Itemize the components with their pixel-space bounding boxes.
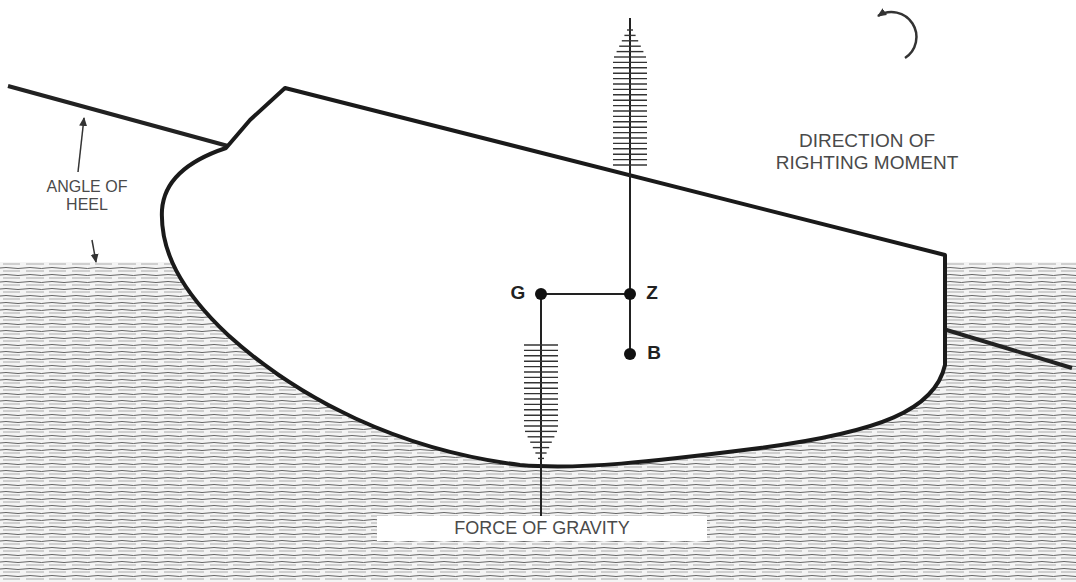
hatch-stroke xyxy=(538,458,544,459)
gravity-arrow xyxy=(524,345,558,458)
hatch-stroke xyxy=(524,425,558,426)
hatch-stroke xyxy=(624,35,635,36)
heel-line xyxy=(8,86,228,146)
heel-line xyxy=(940,328,1072,368)
hatch-stroke xyxy=(524,404,558,405)
hatch-stroke xyxy=(627,29,633,30)
hatch-stroke xyxy=(613,78,647,79)
hatch-stroke xyxy=(613,164,647,165)
hatch-stroke xyxy=(613,116,647,117)
hatch-stroke xyxy=(524,355,558,356)
hatch-stroke xyxy=(613,137,647,138)
hatch-stroke xyxy=(524,377,558,378)
angle-leader xyxy=(92,240,96,262)
hatch-stroke xyxy=(524,420,558,421)
hatch-stroke xyxy=(530,442,552,443)
hatch-stroke xyxy=(524,371,558,372)
hatch-stroke xyxy=(524,409,558,410)
angle-leader xyxy=(78,118,84,172)
rotation-arrow xyxy=(878,12,916,58)
hatch-stroke xyxy=(535,452,546,453)
lever-arm xyxy=(541,293,630,295)
hatch-stroke xyxy=(613,105,647,106)
gravity-line xyxy=(540,294,542,540)
point-label: Z xyxy=(640,282,664,304)
hatch-stroke xyxy=(619,46,641,47)
hatch-stroke xyxy=(524,388,558,389)
point-g xyxy=(535,288,547,300)
hatch-stroke xyxy=(613,159,647,160)
force-label: FORCE OF GRAVITY xyxy=(377,516,707,541)
hatch-stroke xyxy=(524,350,558,351)
point-label: B xyxy=(642,342,666,364)
hatch-stroke xyxy=(524,398,558,399)
hatch-stroke xyxy=(613,126,647,127)
hatch-stroke xyxy=(613,110,647,111)
hatch-stroke xyxy=(524,415,558,416)
point-label: G xyxy=(506,282,530,304)
hatch-stroke xyxy=(525,431,557,432)
hatch-stroke xyxy=(613,94,647,95)
point-b xyxy=(624,348,636,360)
hatch-stroke xyxy=(617,51,644,52)
hatch-stroke xyxy=(613,153,647,154)
moment-label: DIRECTION OF RIGHTING MOMENT xyxy=(752,130,982,174)
hatch-stroke xyxy=(528,436,555,437)
hatch-stroke xyxy=(524,344,558,345)
hatch-stroke xyxy=(613,148,647,149)
hatch-stroke xyxy=(613,83,647,84)
hatch-stroke xyxy=(613,132,647,133)
hatch-stroke xyxy=(613,62,647,63)
hatch-stroke xyxy=(613,143,647,144)
hatch-stroke xyxy=(524,382,558,383)
hatch-stroke xyxy=(524,393,558,394)
hatch-stroke xyxy=(524,366,558,367)
angle-label: ANGLE OF HEEL xyxy=(42,176,132,217)
hatch-stroke xyxy=(524,361,558,362)
hatch-stroke xyxy=(613,72,647,73)
hatch-stroke xyxy=(614,56,646,57)
hatch-stroke xyxy=(613,99,647,100)
hatch-stroke xyxy=(533,447,549,448)
hatch-stroke xyxy=(613,121,647,122)
hatch-stroke xyxy=(613,89,647,90)
hatch-stroke xyxy=(613,67,647,68)
hatch-stroke xyxy=(622,40,638,41)
buoyancy-arrow xyxy=(613,30,647,165)
point-z xyxy=(624,288,636,300)
